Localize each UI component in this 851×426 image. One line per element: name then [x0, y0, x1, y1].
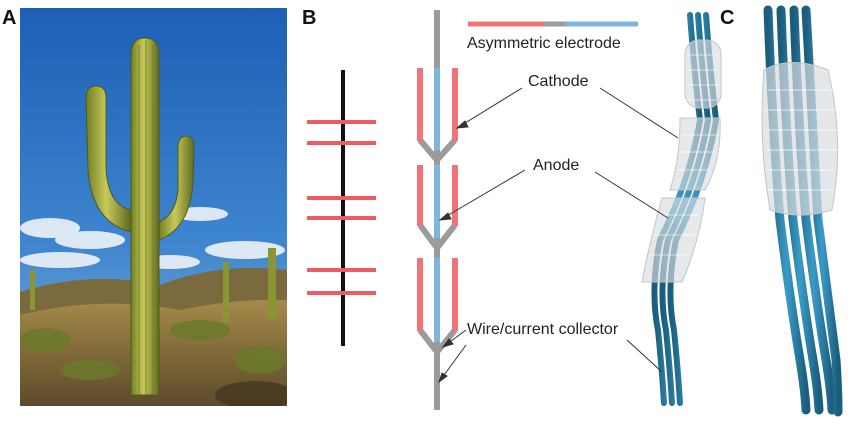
leader-lines — [438, 87, 679, 384]
panel-label-a: A — [2, 7, 17, 29]
large-coating-sleeve — [761, 62, 839, 216]
panel-label-b: B — [302, 7, 317, 29]
saguaro-cactus-photo — [20, 8, 287, 406]
electrode-stack-schematic — [417, 10, 458, 410]
cathode-label: Cathode — [528, 73, 589, 90]
anode-label: Anode — [533, 157, 580, 174]
coated-fiber-bundle-render — [641, 12, 722, 406]
capacitor-plates — [307, 120, 376, 295]
coated-fiber-bundle-render-closeup — [761, 5, 843, 417]
legend-label: Asymmetric electrode — [467, 35, 621, 52]
panel-label-c: C — [720, 7, 735, 29]
capacitor-schematic — [307, 70, 376, 346]
collector-label: Wire/current collector — [467, 321, 619, 338]
